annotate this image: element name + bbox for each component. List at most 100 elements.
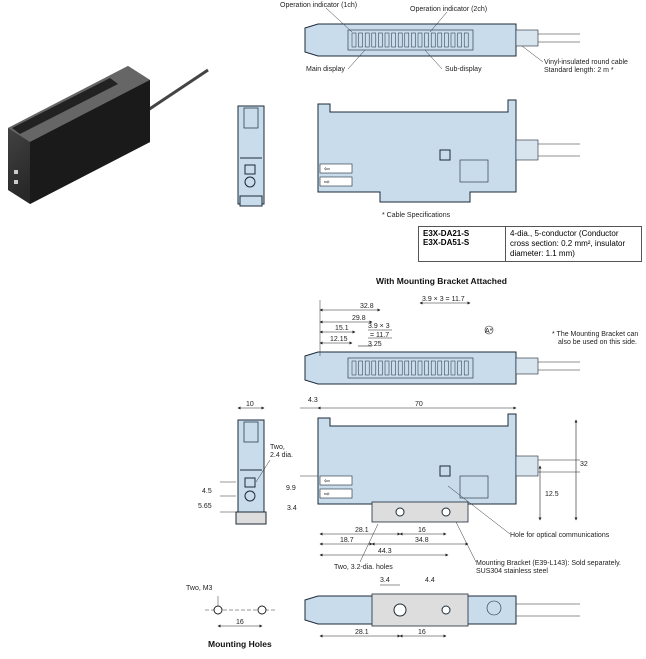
display-segment [430, 360, 436, 376]
display-segment [384, 360, 390, 376]
side-view: ⇦ ⇨ * Cable Specifications [317, 99, 580, 219]
label-a-star: A* [485, 328, 493, 335]
product-photo [8, 66, 209, 204]
display-segment [371, 360, 377, 376]
spec-desc-2: cross section: 0.2 mm², insulator [510, 239, 626, 248]
display-segment [444, 360, 449, 376]
display-segment [437, 360, 443, 376]
spec-desc-1: 4-dia., 5-conductor (Conductor [510, 229, 619, 238]
model-e3x-da51-s: E3X-DA51-S [423, 238, 470, 247]
dim-18-7: 18.7 [340, 537, 354, 544]
dim-4-5: 4.5 [202, 488, 212, 495]
svg-text:⇦: ⇦ [324, 478, 330, 485]
dim-44-3: 44.3 [378, 548, 392, 555]
cable-spec-title: * Cable Specifications [382, 212, 451, 219]
section-title-with-bracket: With Mounting Bracket Attached [376, 276, 507, 286]
display-segment [358, 360, 363, 376]
dim-16-bottom: 16 [418, 629, 426, 636]
dim-4-3: 4.3 [308, 397, 318, 404]
display-segment [463, 32, 469, 48]
label-two: Two, [270, 444, 285, 451]
label-bracket-material: SUS304 stainless steel [476, 568, 548, 575]
label-two-m3: Two, M3 [186, 585, 213, 592]
top-view: Operation indicator (1ch) Operation indi… [280, 2, 628, 74]
dim-3-9x3: 3.9 × 3 [368, 323, 390, 330]
label-cable: Vinyl-insulated round cable [544, 59, 628, 66]
display-segment [437, 32, 443, 48]
dim-16-holes: 16 [236, 619, 244, 626]
top-view-segments [351, 32, 469, 48]
dim-10: 10 [246, 401, 254, 408]
dim-28-1: 28.1 [355, 527, 369, 534]
top-view-bracket: 32.8 29.8 15.1 12.15 3.9 × 3 = 11.7 3.25… [304, 296, 638, 385]
display-segment [417, 32, 423, 48]
label-op-ind-1ch: Operation indicator (1ch) [280, 2, 357, 9]
display-segment [358, 32, 363, 48]
label-cable-length: Standard length: 2 m * [544, 67, 614, 74]
side-view-bracket: ⇦ ⇨ 70 4.3 32 12.5 9.9 3.4 28.1 16 18.7 … [286, 397, 621, 575]
dim-4-4: 4.4 [425, 577, 435, 584]
display-segment [450, 360, 456, 376]
display-segment [391, 360, 396, 376]
display-segment [463, 360, 469, 376]
label-bracket: Mounting Bracket (E39-L143): Sold separa… [476, 560, 621, 567]
dim-12-15: 12.15 [330, 336, 348, 343]
bracket-note-1: * The Mounting Bracket can [552, 331, 638, 338]
display-segment [364, 360, 370, 376]
bracket-note-2: also be used on this side. [558, 339, 637, 346]
display-segment [371, 32, 377, 48]
display-segment [378, 32, 383, 48]
mounting-holes-title: Mounting Holes [208, 639, 272, 649]
svg-text:⇨: ⇨ [324, 179, 330, 186]
dim-34-8: 34.8 [415, 537, 429, 544]
dim-3-4-bottom: 3.4 [380, 577, 390, 584]
label-sub-display: Sub-display [445, 66, 482, 73]
display-segment [417, 360, 423, 376]
mounting-holes: 16 Two, M3 Mounting Holes [186, 585, 275, 649]
display-segment [404, 360, 410, 376]
display-segment [384, 32, 390, 48]
model-e3x-da21-s: E3X-DA21-S [423, 229, 470, 238]
dim-15-1: 15.1 [335, 325, 349, 332]
dim-9-9: 9.9 [286, 485, 296, 492]
display-segment [444, 32, 449, 48]
dim-11-7: = 11.7 [370, 332, 389, 339]
dim-5-65: 5.65 [198, 503, 212, 510]
display-segment [378, 360, 383, 376]
dim-16: 16 [418, 527, 426, 534]
display-segment [351, 360, 357, 376]
display-segment [351, 32, 357, 48]
dim-32: 32 [580, 461, 588, 468]
end-view [237, 105, 265, 207]
label-op-ind-2ch: Operation indicator (2ch) [410, 6, 487, 13]
display-segment [391, 32, 396, 48]
end-view-bracket: 10 Two, 2.4 dia. 4.5 5.65 [198, 401, 293, 525]
label-main-display: Main display [306, 66, 345, 73]
display-segment [404, 32, 410, 48]
dim-32-8: 32.8 [360, 303, 374, 310]
dim-70: 70 [415, 401, 423, 408]
display-segment [411, 32, 416, 48]
dim-28-1-bottom: 28.1 [355, 629, 369, 636]
svg-text:⇨: ⇨ [324, 491, 330, 498]
display-segment [450, 32, 456, 48]
dim-29-8: 29.8 [352, 315, 366, 322]
display-segment [457, 32, 462, 48]
label-two-32-holes: Two, 3.2-dia. holes [334, 564, 393, 571]
display-segment [397, 32, 403, 48]
display-segment [430, 32, 436, 48]
dim-3-9x3-right: 3.9 × 3 = 11.7 [422, 296, 465, 303]
spec-desc-3: diameter: 1.1 mm) [510, 249, 575, 258]
dim-3-25: 3.25 [368, 341, 382, 348]
display-segment [457, 360, 462, 376]
display-segment [424, 32, 429, 48]
dim-12-5: 12.5 [545, 491, 559, 498]
svg-text:⇦: ⇦ [324, 166, 330, 173]
dim-3-4: 3.4 [287, 505, 297, 512]
display-segment [424, 360, 429, 376]
display-segment [411, 360, 416, 376]
display-segment [364, 32, 370, 48]
label-optical-hole: Hole for optical communications [510, 532, 610, 539]
